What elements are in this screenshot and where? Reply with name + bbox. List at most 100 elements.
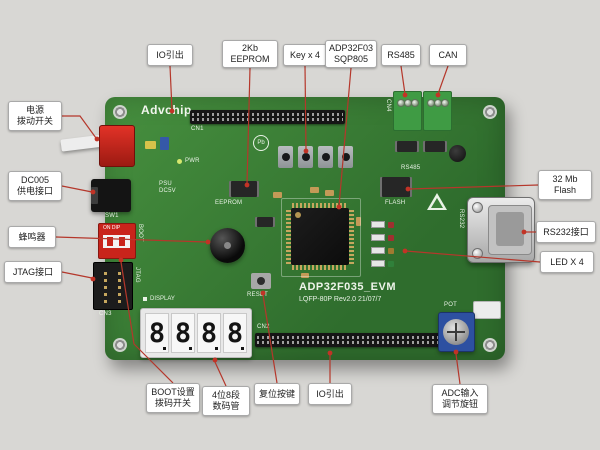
mcu-pins-top	[292, 203, 348, 208]
power-switch	[99, 125, 135, 167]
reset-silkscreen: RESET	[247, 292, 269, 298]
callout-label: IO引出	[156, 49, 184, 60]
potentiometer	[438, 312, 475, 352]
eeprom-chip	[231, 181, 257, 197]
callout-keys: Key x 4	[283, 44, 327, 66]
pwr-silkscreen: PWR	[185, 158, 200, 164]
capacitor	[356, 217, 361, 226]
boot-dip-switch: ON DIP	[98, 223, 136, 259]
terminal-screw	[411, 99, 419, 107]
callout-seven-segment: 4位8段 数码管	[202, 386, 250, 416]
rs485-transceiver	[397, 141, 417, 152]
callout-label: 32 Mb Flash	[552, 174, 578, 195]
callout-power-switch: 电源 拨动开关	[8, 101, 62, 131]
seven-segment-display: 8 8 8 8	[140, 308, 252, 358]
pin-row	[257, 336, 438, 339]
callout-label: Key x 4	[289, 49, 320, 60]
board-brand-silkscreen: Advchip	[141, 103, 192, 117]
seven-seg-digit: 8	[197, 313, 221, 353]
callout-adc-knob: ADC输入 调节旋钮	[432, 384, 488, 414]
callout-label: DC005 供电接口	[16, 175, 53, 196]
capacitor	[325, 190, 334, 196]
mounting-hole	[113, 105, 127, 119]
mounting-hole	[483, 338, 497, 352]
rs485-terminal	[393, 91, 422, 131]
callout-boot-dip: BOOT设置 拨码开关	[146, 383, 200, 413]
reset-button	[251, 273, 271, 289]
pin-header-bottom	[255, 333, 440, 347]
led	[388, 234, 394, 241]
callout-mcu: ADP32F03 SQP805	[325, 40, 377, 68]
buzzer	[210, 228, 245, 263]
display-marker-row: DISPLAY	[143, 296, 175, 302]
callout-label: 电源 拨动开关	[16, 105, 53, 126]
jtag-header	[93, 262, 133, 310]
capacitor	[310, 187, 319, 193]
mcu-pin1-dot	[295, 212, 301, 218]
dc-jack-opening	[91, 187, 98, 204]
pin-row	[192, 113, 343, 116]
mcu-pins-bottom	[292, 265, 348, 270]
mcu-pins-right	[349, 209, 354, 264]
resistor	[371, 260, 385, 267]
resistor	[371, 221, 385, 228]
led-row	[371, 260, 394, 267]
display-marker	[143, 297, 147, 301]
led	[388, 260, 394, 267]
led-array	[371, 221, 394, 267]
capacitor	[301, 273, 309, 278]
dc-jack	[91, 179, 131, 212]
led	[388, 221, 394, 228]
pin-row	[192, 118, 343, 121]
led-row	[371, 234, 394, 241]
callout-dc-jack: DC005 供电接口	[8, 171, 62, 201]
callout-label: LED X 4	[550, 256, 584, 267]
seven-seg-digit: 8	[171, 313, 195, 353]
flash-silkscreen: FLASH	[385, 200, 406, 206]
mounting-hole	[483, 105, 497, 119]
mcu-pins-left	[286, 209, 291, 264]
callout-label: ADP32F03 SQP805	[328, 43, 374, 64]
callout-reset: 复位按键	[254, 383, 300, 405]
capacitor	[145, 141, 156, 149]
pot-knob	[443, 319, 469, 345]
callout-rs485: RS485	[381, 44, 421, 66]
small-ic	[257, 217, 273, 227]
led-row	[371, 247, 394, 254]
board-revision-silkscreen: LQFP-80P Rev2.0 21/07/7	[299, 296, 382, 303]
triangle-logo-inner	[431, 198, 443, 208]
db9-inner	[496, 212, 524, 246]
can-terminal	[423, 91, 452, 131]
terminal-screw	[441, 99, 449, 107]
callout-label: BOOT设置 拨码开关	[151, 387, 195, 408]
mcu-body	[291, 208, 349, 265]
cn3-silkscreen: CN3	[99, 311, 112, 317]
led-row	[371, 221, 394, 228]
resistor	[371, 247, 385, 254]
electrolytic-capacitor	[449, 145, 466, 162]
board-title-silkscreen: ADP32F035_EVM	[299, 281, 396, 293]
callout-io-bottom: IO引出	[308, 383, 352, 405]
callout-label: ADC输入 调节旋钮	[441, 388, 479, 409]
seven-seg-digit: 8	[223, 313, 247, 353]
led	[388, 247, 394, 254]
reset-plunger	[257, 277, 265, 285]
callout-label: 复位按键	[258, 388, 295, 399]
cn1-silkscreen: CN1	[191, 126, 204, 132]
key-button	[298, 146, 313, 168]
callout-label: RS232接口	[543, 226, 589, 237]
mounting-hole	[113, 338, 127, 352]
seven-seg-digit: 8	[145, 313, 169, 353]
psu-silkscreen: PSU DC5V	[159, 181, 176, 194]
dip-band	[103, 235, 130, 248]
pin-column	[118, 269, 121, 303]
boot-silkscreen: BOOT	[137, 224, 143, 242]
dip-label: ON DIP	[103, 225, 121, 231]
sw1-silkscreen: SW1	[105, 213, 119, 219]
pin-header-top	[190, 110, 345, 124]
dip-slider	[107, 237, 113, 246]
callout-label: 2Kb EEPROM	[230, 43, 270, 64]
eeprom-silkscreen: EEPROM	[215, 200, 243, 206]
cn4-silkscreen: CN4	[385, 99, 391, 112]
inductor	[160, 137, 169, 150]
